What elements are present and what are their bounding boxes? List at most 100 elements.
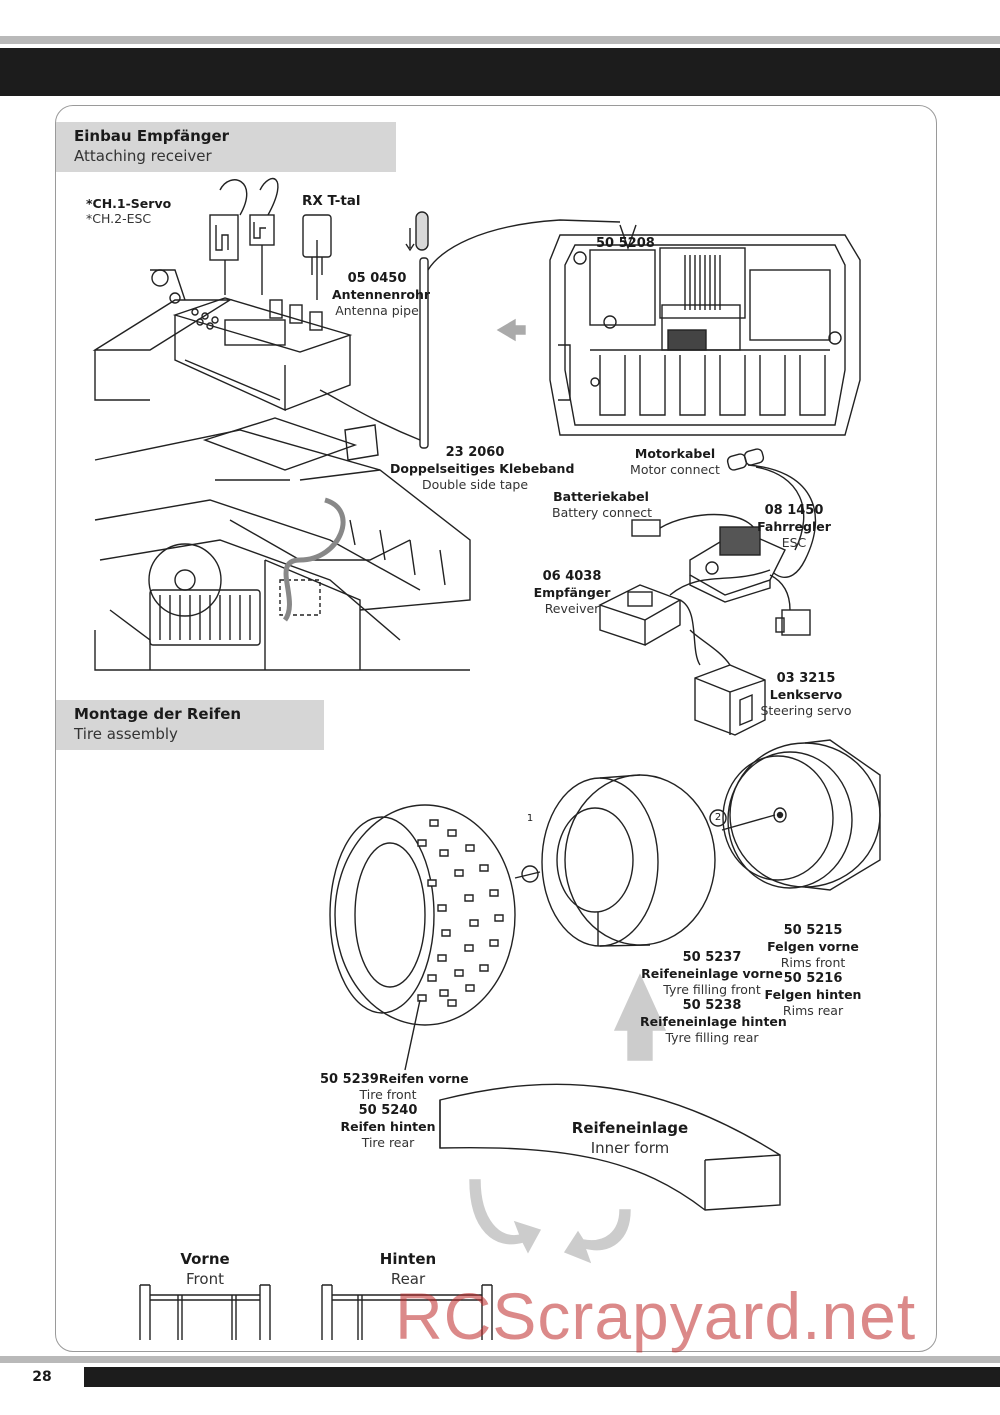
- battery-de: Batteriekabel: [553, 489, 649, 504]
- antenna-label: 05 0450 Antennenrohr Antenna pipe: [332, 271, 430, 319]
- ch1-text: *CH.1-Servo: [86, 196, 172, 211]
- esc-number: 08 1450: [764, 503, 824, 518]
- connector-drawing: [769, 574, 811, 636]
- chassis-perspective-drawing: [92, 269, 471, 671]
- receiver-label: 06 4038 Empfänger Reveiver: [532, 569, 612, 617]
- rotate-arrow-right: [563, 1209, 631, 1264]
- fill-front-en: Tyre filling front: [663, 982, 761, 997]
- rims-rear-number: 50 5216: [783, 971, 843, 986]
- fill-front-number: 50 5237: [682, 950, 742, 965]
- rear-en: Rear: [390, 1270, 426, 1288]
- antenna-de: Antennenrohr: [332, 287, 431, 302]
- inner-de: Reifeneinlage: [571, 1119, 689, 1137]
- footer-bar: [0, 1367, 1000, 1387]
- antenna-pipe-drawing: [319, 211, 621, 449]
- ch1-label: *CH.1-Servo: [86, 196, 171, 212]
- tire-rear-label: Tire front 50 5240 Reifen hinten Tire re…: [330, 1087, 446, 1151]
- motor-label: Motorkabel Motor connect: [628, 446, 722, 478]
- antenna-number: 05 0450: [347, 271, 407, 286]
- tire-rear-number: 50 5240: [358, 1103, 418, 1118]
- esc-label: 08 1450 Fahrregler ESC: [754, 503, 834, 551]
- receiver-box-drawing: [172, 297, 353, 412]
- tape-drawing: [202, 417, 381, 622]
- esc-de: Fahrregler: [757, 519, 831, 534]
- header-bar: [0, 48, 1000, 96]
- front-en: Front: [186, 1270, 224, 1288]
- ch2-label: *CH.2-ESC: [86, 211, 152, 226]
- rack-rear-drawing: [321, 1284, 493, 1340]
- servo-plug-drawing: [209, 177, 332, 300]
- front-de: Vorne: [180, 1250, 230, 1268]
- servo-de: Lenkservo: [769, 687, 843, 702]
- motor-cable-drawing: [726, 448, 817, 578]
- rx-label: RX T-tal: [302, 193, 361, 209]
- fill-rear-en: Tyre filling rear: [665, 1030, 759, 1045]
- tire-drawing: [329, 804, 516, 1026]
- section-title-en: Attaching receiver: [74, 147, 212, 165]
- section-title-en: Tire assembly: [74, 725, 178, 743]
- inner-foam-drawing: [541, 774, 716, 947]
- tire-front-label: 50 5239Reifen vorne: [320, 1071, 469, 1088]
- rim-drawing: [722, 739, 881, 891]
- tire-front-number: 50 5239: [320, 1072, 379, 1087]
- servo-label: 03 3215 Lenkservo Steering servo: [760, 671, 852, 719]
- rear-de: Hinten: [379, 1250, 437, 1268]
- rims-front-en: Rims front: [780, 955, 846, 970]
- battery-en: Battery connect: [552, 505, 653, 520]
- content-frame: [55, 105, 937, 1352]
- up-arrow: [613, 973, 667, 1061]
- motor-de: Motorkabel: [634, 446, 716, 461]
- fill-rear-de: Reifeneinlage hinten: [640, 1014, 787, 1029]
- section-title-de: Montage der Reifen: [74, 705, 242, 723]
- receiver-en: Reveiver: [544, 601, 600, 616]
- filling-label: 50 5237 Reifeneinlage vorne Tyre filling…: [640, 950, 787, 1046]
- rims-rear-en: Rims rear: [782, 1003, 844, 1018]
- steering-servo-drawing: [689, 629, 766, 736]
- tire-rear-de: Reifen hinten: [340, 1119, 436, 1134]
- rx-text: RX T-tal: [302, 193, 361, 209]
- section-header-receiver: Einbau Empfänger Attaching receiver: [56, 122, 396, 172]
- step-1-label: 1: [526, 813, 534, 824]
- receiver-number: 06 4038: [542, 569, 602, 584]
- direction-arrow: [496, 318, 526, 342]
- page-number: 28: [0, 1367, 84, 1387]
- servo-number: 03 3215: [776, 671, 836, 686]
- tape-en: Double side tape: [421, 477, 529, 492]
- tire-rear-en: Tire rear: [361, 1135, 415, 1150]
- tire-front-de: Reifen vorne: [378, 1071, 469, 1086]
- tape-label: 23 2060 Doppelseitiges Klebeband Double …: [390, 445, 574, 493]
- rims-rear-de: Felgen hinten: [764, 987, 862, 1002]
- small-receiver-drawing: [598, 569, 771, 666]
- chassis-part-number: 50 5208: [596, 236, 655, 251]
- fill-front-de: Reifeneinlage vorne: [641, 966, 783, 981]
- chassis-top-drawing: [549, 224, 861, 436]
- watermark: RCScrapyard.net: [395, 1279, 917, 1353]
- servo-en: Steering servo: [760, 703, 852, 718]
- step-2-circle: [709, 809, 727, 827]
- bottom-stripe: [0, 1356, 1000, 1363]
- fill-rear-number: 50 5238: [682, 998, 742, 1013]
- inner-en: Inner form: [590, 1139, 670, 1157]
- step-1-circle: [521, 865, 539, 883]
- top-stripe: [0, 36, 1000, 44]
- battery-label: Batteriekabel Battery connect: [552, 489, 653, 521]
- rims-label: 50 5215 Felgen vorne Rims front 50 5216 …: [762, 923, 864, 1019]
- section-title-de: Einbau Empfänger: [74, 127, 230, 145]
- step-1-arrow: [514, 871, 541, 879]
- inner-form-label: Reifeneinlage Inner form: [560, 1118, 700, 1158]
- rotate-arrow-left: [469, 1179, 542, 1254]
- tire-front-en: Tire front: [359, 1087, 417, 1102]
- rack-front-drawing: [139, 1284, 271, 1340]
- tape-number: 23 2060: [445, 445, 505, 460]
- motor-en: Motor connect: [630, 462, 720, 477]
- receiver-de: Empfänger: [533, 585, 611, 600]
- rims-front-de: Felgen vorne: [767, 939, 859, 954]
- section-header-tire: Montage der Reifen Tire assembly: [56, 700, 324, 750]
- rear-label: Hinten Rear: [363, 1249, 453, 1289]
- antenna-en: Antenna pipe: [335, 303, 419, 318]
- chassis-part-label: 50 5208: [596, 235, 655, 252]
- tape-de: Doppelseitiges Klebeband: [390, 461, 575, 476]
- inner-form-block-drawing: [439, 1083, 781, 1211]
- rims-front-number: 50 5215: [783, 923, 843, 938]
